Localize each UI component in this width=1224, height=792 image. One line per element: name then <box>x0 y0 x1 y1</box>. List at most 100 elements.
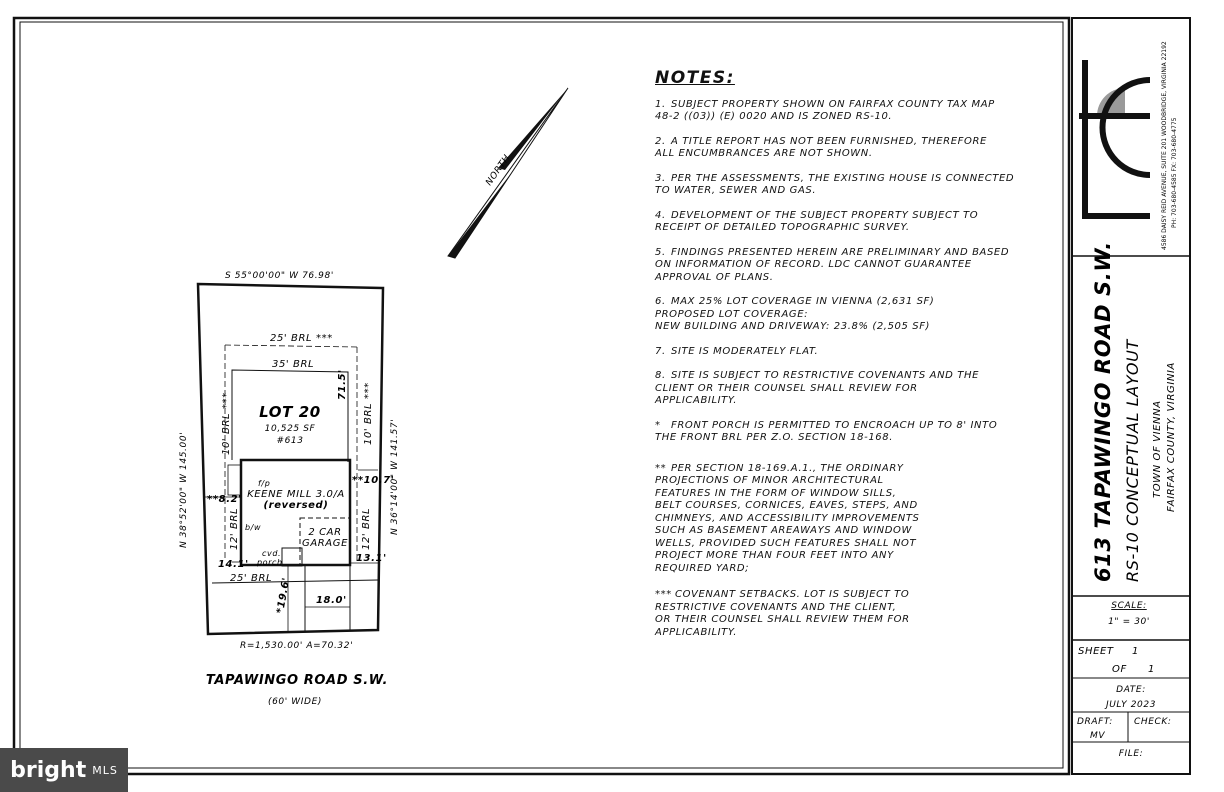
note-text: PER SECTION 18-169.A.1., THE ORDINARY PR… <box>655 462 920 574</box>
lot-area: 10,525 SF <box>265 424 316 434</box>
draft-value: MV <box>1090 731 1105 741</box>
notes-panel: NOTES: 1.SUBJECT PROPERTY SHOWN ON FAIRF… <box>655 68 1045 651</box>
brl-rear-cov-line <box>224 344 358 348</box>
lot-title: LOT 20 <box>259 403 321 421</box>
bw-label: b/w <box>245 523 261 532</box>
dim-right: **10.7' <box>352 475 394 486</box>
note-item: 8.SITE IS SUBJECT TO RESTRICTIVE COVENAN… <box>655 370 1045 408</box>
brl-side-right-label: 10' BRL *** <box>363 382 374 445</box>
note-item: 3.PER THE ASSESSMENTS, THE EXISTING HOUS… <box>655 173 1045 198</box>
brl-rear-cov-label: 25' BRL *** <box>270 333 333 344</box>
scale-label: SCALE: <box>1111 601 1147 611</box>
note-item: 4.DEVELOPMENT OF THE SUBJECT PROPERTY SU… <box>655 210 1045 235</box>
date-label: DATE: <box>1116 685 1146 695</box>
of-label: OF <box>1112 664 1127 675</box>
note-text: FRONT PORCH IS PERMITTED TO ENCROACH UP … <box>655 419 998 444</box>
right-bearing: N 36°14'00" W 141.57' <box>390 419 400 535</box>
brl-front-label: 25' BRL <box>230 573 272 584</box>
note-number: *** <box>655 589 672 600</box>
draft-label: DRAFT: <box>1077 717 1113 727</box>
ldc-logo <box>1079 60 1151 219</box>
note-number: * <box>655 419 661 431</box>
brl-side-right-12-label: 12' BRL <box>361 508 372 550</box>
firm-phone: PH: 703-680-4585 FX: 703-680-4775 <box>1171 117 1178 228</box>
note-text: SITE IS MODERATELY FLAT. <box>671 345 819 357</box>
sheet-border <box>12 16 1071 776</box>
note-item: 6.MAX 25% LOT COVERAGE IN VIENNA (2,631 … <box>655 296 1045 334</box>
house-note: (reversed) <box>264 500 329 511</box>
lot-boundary <box>196 282 385 636</box>
note-number: 7. <box>655 345 666 357</box>
left-bearing: N 38°52'00" W 145.00' <box>179 432 189 548</box>
dim-right-front: 13.1' <box>356 553 387 564</box>
note-number: 2. <box>655 135 666 147</box>
scale-value: 1" = 30' <box>1108 617 1150 627</box>
fp-label: f/p <box>258 479 270 488</box>
of-num: 1 <box>1148 664 1155 675</box>
front-stoop <box>227 464 242 496</box>
dim-drive: 18.0' <box>316 595 347 606</box>
file-label: FILE: <box>1119 749 1144 759</box>
firm-address: 4586 DAISY REID AVENUE, SUITE 201 WOODBR… <box>1161 41 1168 250</box>
project-subtitle: RS-10 CONCEPTUAL LAYOUT <box>1123 339 1142 582</box>
dim-left-front: 14.1' <box>218 559 249 570</box>
note-item: ***COVENANT SETBACKS. LOT IS SUBJECT TO … <box>655 589 1045 639</box>
note-item: 1.SUBJECT PROPERTY SHOWN ON FAIRFAX COUN… <box>655 99 1045 124</box>
garage-label-2: GARAGE <box>302 538 348 549</box>
note-number: 4. <box>655 209 666 221</box>
curve-data: R=1,530.00' A=70.32' <box>240 641 353 651</box>
sheet-inner-border <box>19 21 1064 769</box>
watermark: bright MLS <box>0 748 128 792</box>
rear-bearing: S 55°00'00" W 76.98' <box>225 271 334 281</box>
watermark-brand: bright <box>10 757 87 783</box>
road-name: TAPAWINGO ROAD S.W. <box>206 673 388 688</box>
title-block-border <box>1071 17 1191 775</box>
garage-outline <box>299 517 351 566</box>
date-value: JULY 2023 <box>1104 700 1156 710</box>
title-block: 4586 DAISY REID AVENUE, SUITE 201 WOODBR… <box>1072 41 1190 759</box>
dim-rear: 71.5' <box>337 369 348 400</box>
porch-label-2: porch <box>256 558 283 567</box>
note-text: SUBJECT PROPERTY SHOWN ON FAIRFAX COUNTY… <box>655 98 995 123</box>
note-text: FINDINGS PRESENTED HEREIN ARE PRELIMINAR… <box>655 246 1010 283</box>
note-text: COVENANT SETBACKS. LOT IS SUBJECT TO RES… <box>655 589 910 638</box>
site-plan: S 55°00'00" W 76.98' 25' BRL *** 35' BRL… <box>179 271 400 707</box>
brl-side-left-12-label: 12' BRL <box>229 508 240 550</box>
check-label: CHECK: <box>1134 717 1172 727</box>
covered-porch <box>281 547 303 567</box>
note-text: DEVELOPMENT OF THE SUBJECT PROPERTY SUBJ… <box>655 209 979 234</box>
sheet-label: SHEET <box>1078 646 1114 657</box>
project-title: 613 TAPAWINGO ROAD S.W. <box>1091 241 1115 582</box>
notes-title: NOTES: <box>655 68 735 88</box>
note-item: *FRONT PORCH IS PERMITTED TO ENCROACH UP… <box>655 420 1045 445</box>
note-item: 2.A TITLE REPORT HAS NOT BEEN FURNISHED,… <box>655 136 1045 161</box>
note-item: 7. SITE IS MODERATELY FLAT. <box>655 346 1045 359</box>
brl-rear-label: 35' BRL <box>272 359 314 370</box>
notes-list: 1.SUBJECT PROPERTY SHOWN ON FAIRFAX COUN… <box>655 99 1045 640</box>
note-text: MAX 25% LOT COVERAGE IN VIENNA (2,631 SF… <box>655 296 935 332</box>
note-number: 8. <box>655 370 666 381</box>
porch-label-1: cvd. <box>262 549 281 558</box>
dim-left: **8.2' <box>207 494 242 505</box>
house-name: KEENE MILL 3.0/A <box>247 489 345 500</box>
note-number: ** <box>655 462 667 474</box>
note-text: SITE IS SUBJECT TO RESTRICTIVE COVENANTS… <box>655 370 979 406</box>
note-number: 3. <box>655 172 666 184</box>
note-number: 6. <box>655 296 666 307</box>
house-footprint <box>239 458 352 567</box>
note-text: PER THE ASSESSMENTS, THE EXISTING HOUSE … <box>655 172 1015 197</box>
project-county: FAIRFAX COUNTY, VIRGINIA <box>1166 362 1177 512</box>
north-arrow-icon: NORTH <box>447 87 569 259</box>
lot-number: #613 <box>276 436 303 446</box>
road-width: (60' WIDE) <box>268 697 322 707</box>
watermark-suffix: MLS <box>92 763 118 777</box>
north-label: NORTH <box>484 153 512 188</box>
project-town: TOWN OF VIENNA <box>1152 400 1163 498</box>
note-number: 1. <box>655 98 666 110</box>
note-item: **PER SECTION 18-169.A.1., THE ORDINARY … <box>655 463 1045 576</box>
note-item: 5.FINDINGS PRESENTED HEREIN ARE PRELIMIN… <box>655 247 1045 285</box>
note-number: 5. <box>655 246 666 258</box>
brl-side-left-label: 10' BRL *** <box>221 392 232 455</box>
note-text: A TITLE REPORT HAS NOT BEEN FURNISHED, T… <box>655 135 987 160</box>
